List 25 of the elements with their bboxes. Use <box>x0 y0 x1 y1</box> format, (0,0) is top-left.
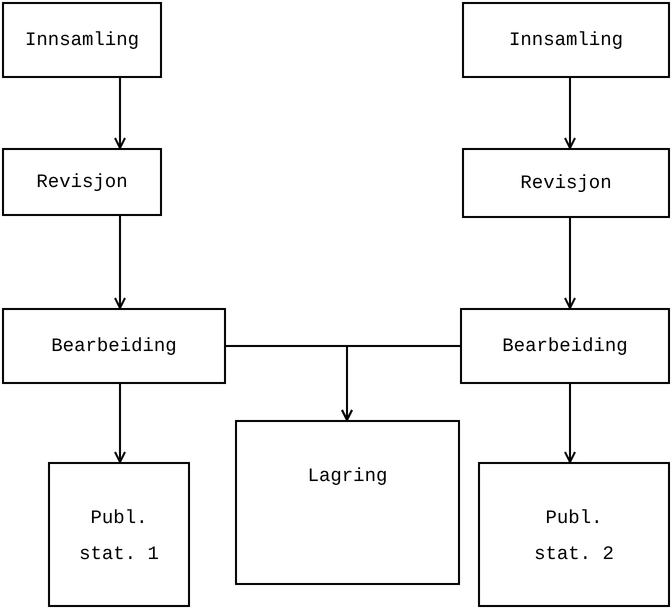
arrow <box>114 384 126 463</box>
arrow <box>564 218 576 309</box>
process-box <box>235 420 460 585</box>
box-label: Bearbeiding <box>502 334 628 359</box>
arrow <box>564 384 576 463</box>
arrow <box>341 345 460 421</box>
box-label: Lagring <box>308 464 388 489</box>
process-box <box>2 148 162 216</box>
process-box <box>478 462 670 607</box>
arrow <box>114 78 126 149</box>
box-label: Publ. stat. 1 <box>78 506 160 567</box>
process-box <box>460 308 670 384</box>
process-box <box>462 148 670 218</box>
process-box <box>48 462 190 607</box>
box-label: Bearbeiding <box>51 334 177 359</box>
box-label: Revisjon <box>36 170 128 195</box>
box-label: Revisjon <box>520 171 612 196</box>
box-label: Innsamling <box>24 28 140 53</box>
process-box <box>462 2 670 78</box>
box-label: Innsamling <box>508 28 624 53</box>
process-box <box>2 2 162 78</box>
process-box <box>2 308 226 384</box>
arrow <box>114 216 126 309</box>
arrow <box>564 78 576 149</box>
box-label: Publ. stat. 2 <box>533 506 615 567</box>
